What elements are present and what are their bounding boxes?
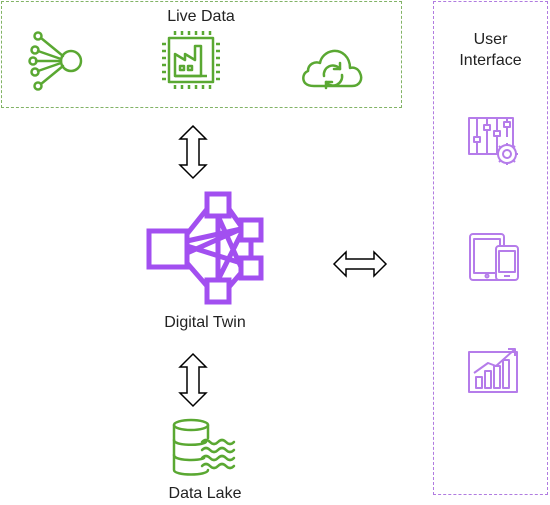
tablet-phone-icon: [469, 233, 519, 281]
user-interface-title-line2: Interface: [459, 52, 522, 69]
bidirectional-arrow-icon: [178, 352, 208, 408]
sliders-settings-icon: [468, 117, 518, 165]
digital-twin-network-icon: [146, 191, 264, 305]
cloud-sync-icon: [302, 49, 363, 90]
bidirectional-arrow-icon: [178, 124, 208, 180]
user-interface-title-line1: User: [473, 31, 508, 48]
digital-twin-label: Digital Twin: [164, 314, 246, 331]
bidirectional-arrow-icon: [332, 250, 388, 278]
database-stream-icon: [172, 418, 236, 476]
live-data-container: [1, 1, 402, 108]
live-data-title: Live Data: [167, 8, 235, 25]
iot-chip-factory-icon: [162, 31, 220, 89]
user-interface-container: [433, 1, 548, 495]
growth-chart-icon: [468, 348, 518, 393]
data-lake-label: Data Lake: [168, 485, 242, 502]
distribution-node-icon: [28, 31, 83, 91]
